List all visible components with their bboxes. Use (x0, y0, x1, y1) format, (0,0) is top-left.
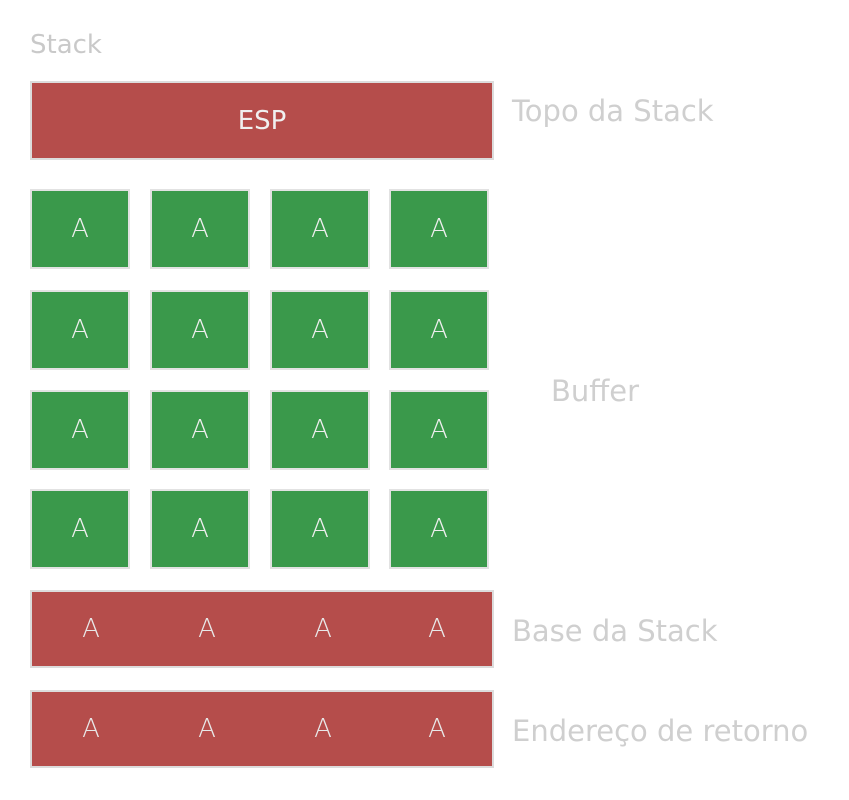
base-cell-2: A (314, 614, 332, 644)
buffer-cell-0-2: A (270, 189, 370, 269)
buffer-cell-3-2: A (270, 489, 370, 569)
stack-title: Stack (30, 30, 102, 60)
base-cell-0: A (82, 614, 100, 644)
label-stack-top: Topo da Stack (512, 94, 714, 128)
buffer-cell-1-0: A (30, 290, 130, 370)
esp-label: ESP (237, 105, 287, 136)
return-cell-3: A (428, 714, 446, 744)
buffer-cell-3-0: A (30, 489, 130, 569)
buffer-cell-3-3: A (389, 489, 489, 569)
buffer-cell-1-2: A (270, 290, 370, 370)
base-cell-3: A (428, 614, 446, 644)
return-cell-2: A (314, 714, 332, 744)
return-address-bar: A A A A (30, 690, 494, 768)
return-cell-0: A (82, 714, 100, 744)
buffer-cell-2-1: A (150, 390, 250, 470)
buffer-cell-0-1: A (150, 189, 250, 269)
buffer-cell-1-3: A (389, 290, 489, 370)
label-return-address: Endereço de retorno (512, 714, 809, 748)
stack-base-bar: A A A A (30, 590, 494, 668)
label-buffer: Buffer (551, 374, 640, 408)
buffer-cell-2-2: A (270, 390, 370, 470)
base-cell-1: A (198, 614, 216, 644)
return-cell-1: A (198, 714, 216, 744)
buffer-cell-0-0: A (30, 189, 130, 269)
buffer-cell-2-0: A (30, 390, 130, 470)
buffer-cell-1-1: A (150, 290, 250, 370)
esp-register-bar: ESP (30, 81, 494, 160)
label-stack-base: Base da Stack (512, 614, 718, 648)
buffer-grid: A A A A A A A A A A A A A A A A (30, 189, 494, 571)
buffer-cell-3-1: A (150, 489, 250, 569)
buffer-cell-2-3: A (389, 390, 489, 470)
buffer-cell-0-3: A (389, 189, 489, 269)
